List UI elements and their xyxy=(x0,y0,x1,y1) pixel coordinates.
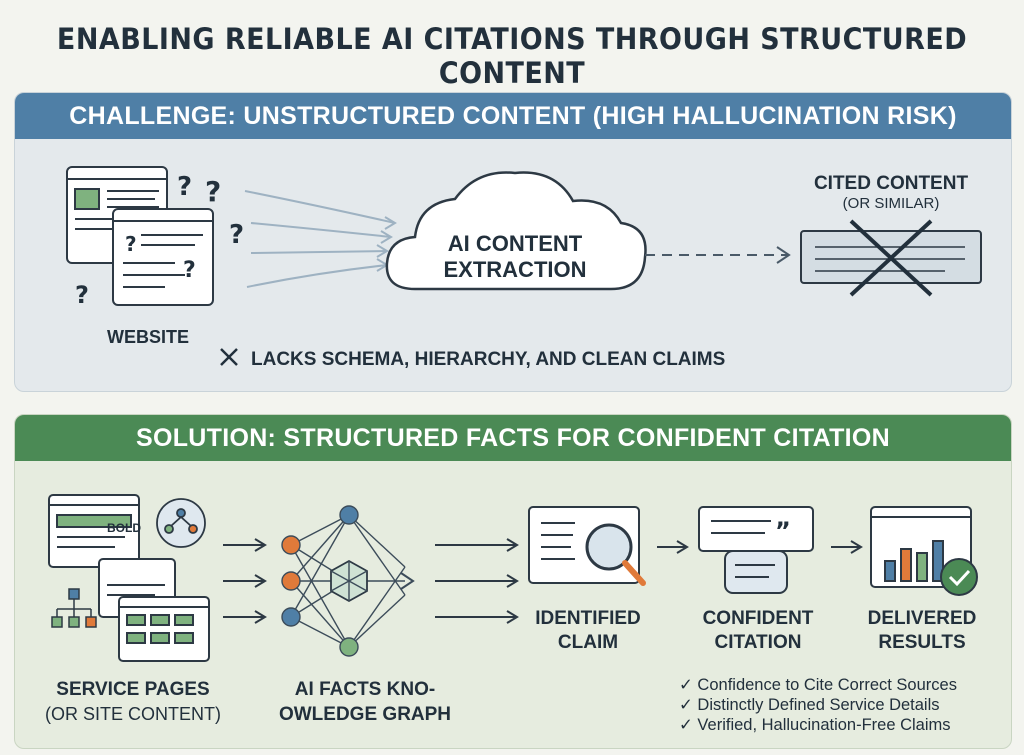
service-label-line1: SERVICE PAGES xyxy=(56,679,210,700)
solution-header: SOLUTION: STRUCTURED FACTS FOR CONFIDENT… xyxy=(15,415,1011,461)
service-label-line2: (OR SITE CONTENT) xyxy=(45,704,221,724)
issue-text: LACKS SCHEMA, HIERARCHY, AND CLEAN CLAIM… xyxy=(251,349,726,370)
service-pages-label: SERVICE PAGES (OR SITE CONTENT) xyxy=(29,677,237,727)
cloud-label: AI CONTENT EXTRACTION xyxy=(415,231,615,283)
arrow-to-results xyxy=(831,540,863,554)
results-chart-icon xyxy=(870,506,978,596)
cited-content-crossed-icon xyxy=(800,219,982,297)
benefit-item: ✓ Distinctly Defined Service Details xyxy=(679,695,999,715)
claim-label-line1: IDENTIFIED xyxy=(535,608,641,629)
svg-text:?: ? xyxy=(205,175,221,208)
arrows-to-graph xyxy=(223,538,267,624)
citation-label-line2: CITATION xyxy=(714,632,802,653)
citation-label-line1: CONFIDENT xyxy=(702,608,814,629)
challenge-header: CHALLENGE: UNSTRUCTURED CONTENT (HIGH HA… xyxy=(15,93,1011,139)
bold-tag: BOLD xyxy=(107,521,141,535)
website-icon xyxy=(66,166,214,306)
cited-content-sublabel: (OR SIMILAR) xyxy=(842,195,940,212)
question-mark-icons: ? ? ? ? ? ? xyxy=(75,172,244,309)
citation-quote-icon: ” xyxy=(698,506,814,594)
graph-label-line2: OWLEDGE GRAPH xyxy=(278,704,452,725)
svg-text:”: ” xyxy=(775,517,791,545)
check-icon: ✓ xyxy=(679,716,698,734)
network-node-icon xyxy=(156,498,206,548)
challenge-diagram: ? ? ? ? ? ? xyxy=(66,166,982,366)
check-icon: ✓ xyxy=(679,696,698,714)
website-label: WEBSITE xyxy=(106,327,189,347)
cloud-label-line2: EXTRACTION xyxy=(443,257,587,282)
page-title: ENABLING RELIABLE AI CITATIONS THROUGH S… xyxy=(56,22,968,90)
magnifier-document-icon xyxy=(528,506,646,586)
results-label-line1: DELIVERED xyxy=(867,608,977,629)
svg-text:?: ? xyxy=(177,172,192,202)
graph-label-line1: AI FACTS KNO- xyxy=(294,679,436,700)
solution-panel: SOLUTION: STRUCTURED FACTS FOR CONFIDENT… xyxy=(14,414,1012,749)
sitemap-icon xyxy=(51,588,97,628)
benefit-text: Confidence to Cite Correct Sources xyxy=(697,676,957,694)
confident-citation-label: CONFIDENT CITATION xyxy=(683,607,833,655)
svg-text:?: ? xyxy=(125,232,137,256)
incoming-arrows xyxy=(244,190,397,288)
cloud-icon xyxy=(385,171,647,291)
benefit-item: ✓ Verified, Hallucination-Free Claims xyxy=(679,715,999,735)
svg-text:?: ? xyxy=(183,258,196,283)
svg-text:?: ? xyxy=(229,220,244,250)
solution-diagram: ” xyxy=(48,494,978,662)
challenge-panel: CHALLENGE: UNSTRUCTURED CONTENT (HIGH HA… xyxy=(14,92,1012,392)
benefit-text: Verified, Hallucination-Free Claims xyxy=(697,716,951,734)
service-pages-icon xyxy=(48,494,210,662)
x-mark-icon xyxy=(220,348,238,366)
identified-claim-label: IDENTIFIED CLAIM xyxy=(513,607,663,655)
knowledge-graph-label: AI FACTS KNO- OWLEDGE GRAPH xyxy=(275,677,455,727)
results-label-line2: RESULTS xyxy=(878,632,966,653)
cloud-label-line1: AI CONTENT xyxy=(447,231,583,256)
svg-text:?: ? xyxy=(75,281,89,309)
arrows-to-claim xyxy=(435,538,519,624)
claim-label-line2: CLAIM xyxy=(557,632,619,653)
arrow-to-citation xyxy=(657,540,689,554)
delivered-results-label: DELIVERED RESULTS xyxy=(847,607,997,655)
check-icon: ✓ xyxy=(679,676,698,694)
benefit-text: Distinctly Defined Service Details xyxy=(697,696,940,714)
benefits-list: ✓ Confidence to Cite Correct Sources ✓ D… xyxy=(679,675,999,735)
benefit-item: ✓ Confidence to Cite Correct Sources xyxy=(679,675,999,695)
knowledge-graph-icon xyxy=(281,505,415,657)
cited-content-label: CITED CONTENT xyxy=(813,173,969,194)
